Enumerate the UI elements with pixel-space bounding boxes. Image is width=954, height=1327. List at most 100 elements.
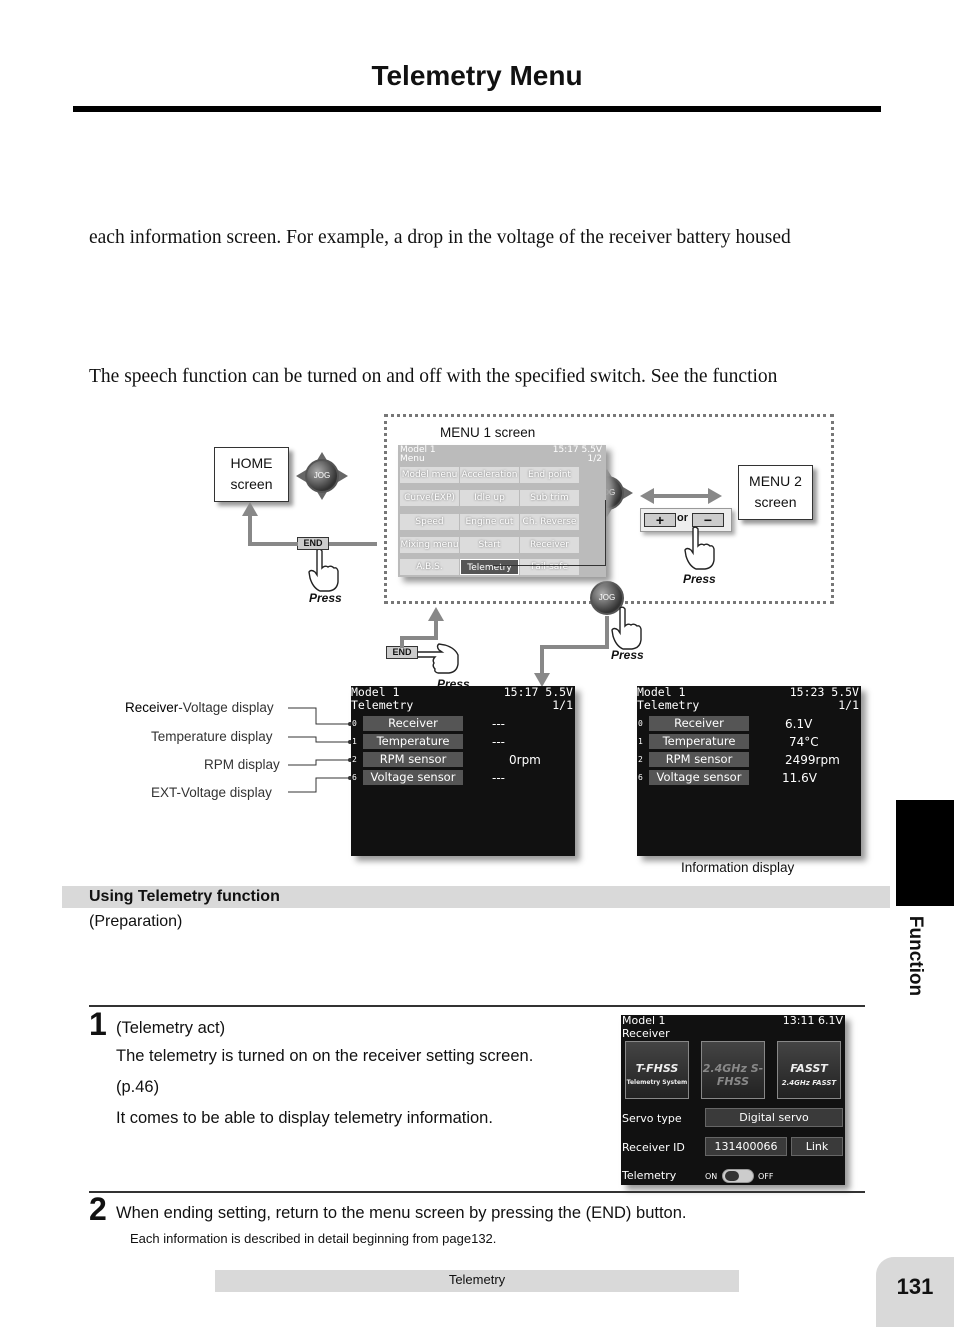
or-text: or	[677, 512, 688, 524]
press-label-3: Press	[611, 648, 644, 662]
sensor-row[interactable]: Voltage sensor	[363, 770, 463, 785]
servo-type-value[interactable]: Digital servo	[705, 1108, 843, 1127]
row-index: 1	[638, 737, 643, 746]
menu-cell[interactable]: Idle up	[460, 490, 519, 506]
home-label: HOME	[215, 453, 288, 474]
connector-line-9	[540, 645, 544, 675]
intro-paragraph-2: The speech function can be turned on and…	[89, 366, 777, 388]
menu1-name: Menu	[400, 454, 425, 464]
sensor-row[interactable]: RPM sensor	[363, 752, 463, 767]
screen-page: 1/1	[552, 699, 573, 712]
sensor-value: 2499rpm	[785, 753, 840, 767]
section-title: Using Telemetry function	[89, 888, 280, 906]
rcv-name: Receiver	[622, 1027, 670, 1040]
step2-rule	[89, 1191, 865, 1193]
menu-cell-telemetry[interactable]: Telemetry	[460, 559, 519, 575]
hand-press-icon-4	[415, 642, 461, 678]
sensor-row[interactable]: Temperature	[649, 734, 749, 749]
arrow-up-icon-2	[428, 607, 444, 621]
telemetry-pointer-line	[493, 565, 605, 566]
sensor-row[interactable]: Receiver	[363, 716, 463, 731]
end-button-left[interactable]: END	[297, 537, 329, 550]
receiver-id-label: Receiver ID	[622, 1141, 685, 1154]
arrow-down-icon	[534, 673, 550, 687]
step2-note: Each information is described in detail …	[130, 1231, 496, 1246]
fasst-logo-sub: 2.4GHz FASST	[778, 1079, 840, 1087]
menu-cell[interactable]: Acceleration	[460, 467, 519, 483]
on-label: ON	[705, 1172, 717, 1181]
rcv-subheader: Receiver	[621, 1028, 845, 1041]
screen-name: Telemetry	[637, 698, 699, 712]
step1-line2: The telemetry is turned on on the receiv…	[116, 1047, 533, 1066]
menu1-caption: MENU 1 screen	[438, 425, 537, 440]
telemetry-toggle[interactable]	[722, 1169, 754, 1183]
footer-bar: Telemetry	[215, 1270, 739, 1292]
sensor-row[interactable]: Receiver	[649, 716, 749, 731]
sensor-value: 0rpm	[509, 753, 541, 767]
minus-key[interactable]: −	[692, 513, 724, 527]
hand-press-icon-2	[683, 526, 717, 570]
step1-rule	[89, 1005, 865, 1007]
jog-button-left[interactable]: JOG	[305, 459, 339, 493]
temperature-label: Temperature display	[151, 729, 273, 744]
menu-cell[interactable]: Mixing menu	[400, 537, 459, 553]
sensor-row[interactable]: Temperature	[363, 734, 463, 749]
menu-cell[interactable]: End point	[520, 467, 579, 483]
menu-cell[interactable]: Start	[460, 537, 519, 553]
menu-cell[interactable]: Receiver	[520, 537, 579, 553]
connector-line-2	[248, 542, 298, 546]
press-label-2: Press	[683, 572, 716, 586]
step1-line3: (p.46)	[116, 1078, 159, 1097]
screen-name: Telemetry	[351, 698, 413, 712]
plus-key[interactable]: +	[644, 513, 676, 527]
menu-cell[interactable]: Model menu	[400, 467, 459, 483]
menu2-label: MENU 2	[739, 471, 812, 492]
menu-cell[interactable]: Curve(EXP)	[400, 490, 459, 506]
off-label: OFF	[758, 1172, 774, 1181]
home-label-2: screen	[215, 474, 288, 495]
page-number: 131	[876, 1257, 954, 1327]
rpm-label: RPM display	[204, 757, 280, 772]
menu-cell[interactable]: Sub trim	[520, 490, 579, 506]
menu1-page: 1/2	[588, 454, 602, 464]
sfhss-logo[interactable]: 2.4GHz S-FHSS	[701, 1041, 765, 1099]
press-label: Press	[309, 591, 342, 605]
connector-line-6	[400, 636, 404, 648]
row-index: 2	[638, 755, 643, 764]
step2-text: When ending setting, return to the menu …	[116, 1204, 686, 1223]
step2-number: 2	[89, 1191, 107, 1228]
double-arrow-icon	[640, 486, 722, 506]
sensor-row[interactable]: RPM sensor	[649, 752, 749, 767]
sensor-value: 6.1V	[785, 717, 812, 731]
menu2-screen-callout: MENU 2 screen	[738, 465, 813, 520]
receiver-label: Receiver	[125, 700, 178, 715]
menu-cell[interactable]: A.B.S.	[400, 559, 459, 575]
connector-line-5	[400, 636, 438, 640]
tfhss-logo[interactable]: T-FHSS Telemetry System	[625, 1041, 689, 1099]
hand-press-icon	[307, 548, 341, 592]
fasst-logo[interactable]: FASST 2.4GHz FASST	[777, 1041, 841, 1099]
preparation-label: (Preparation)	[89, 913, 182, 931]
fasst-logo-text: FASST	[778, 1062, 840, 1075]
screen-subheader: Telemetry 1/1	[351, 699, 575, 712]
arrow-up-icon	[242, 502, 258, 516]
connector-line	[248, 515, 252, 543]
page-title: Telemetry Menu	[0, 60, 954, 92]
tfhss-logo-text: T-FHSS	[626, 1062, 688, 1075]
row-index: 6	[638, 773, 643, 782]
side-tab	[896, 800, 954, 906]
receiver-suffix: -Voltage display	[178, 700, 273, 715]
sensor-value: ---	[492, 717, 505, 731]
menu-cell[interactable]: Speed	[400, 514, 459, 530]
link-button[interactable]: Link	[791, 1137, 843, 1156]
menu-cell[interactable]: Ch. Reverse	[520, 514, 579, 530]
row-index: 0	[352, 719, 357, 728]
menu-cell[interactable]: Engine cut	[460, 514, 519, 530]
connector-line-7	[605, 616, 609, 648]
receiver-id-value: 131400066	[705, 1137, 787, 1156]
sensor-row[interactable]: Voltage sensor	[649, 770, 749, 785]
connector-line-8	[540, 645, 609, 649]
menu-cell[interactable]: Fail-safe	[520, 559, 579, 575]
